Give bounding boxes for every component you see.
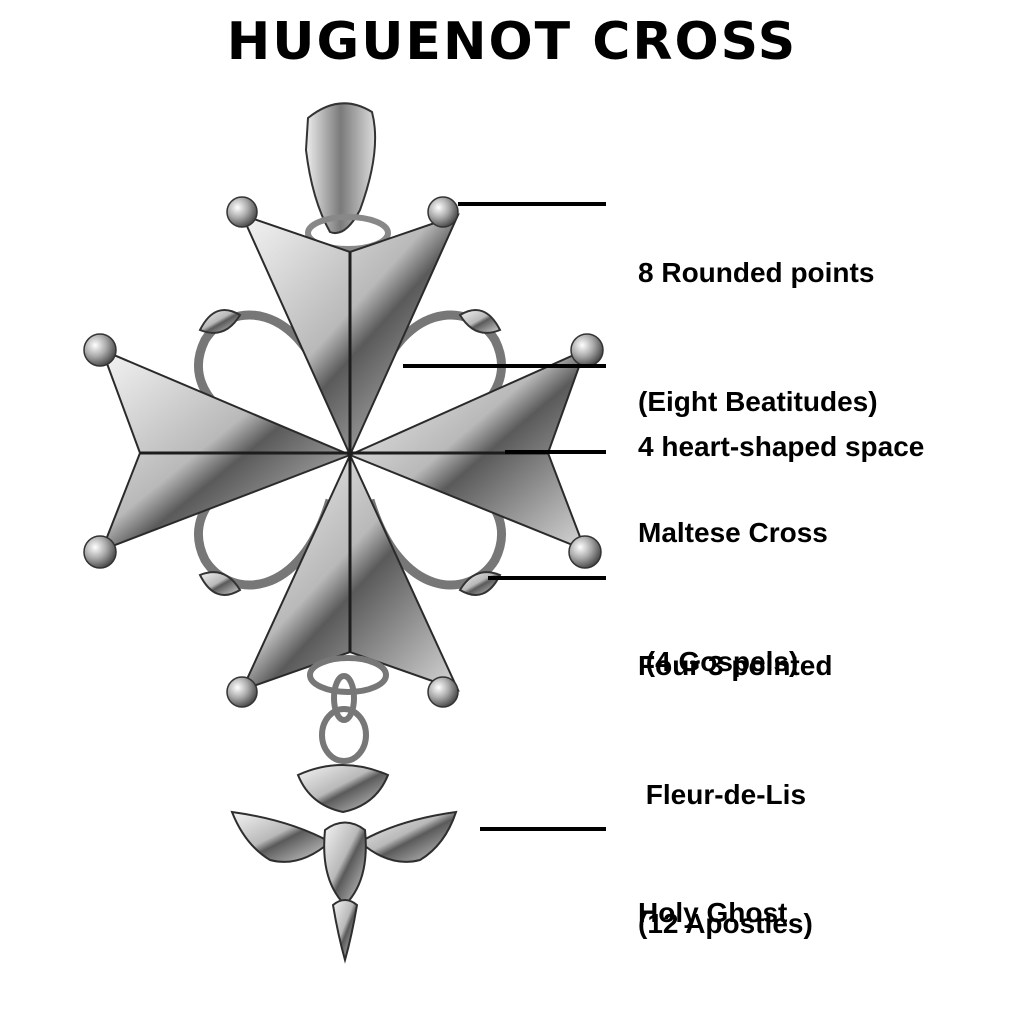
label-line: Fleur-de-Lis xyxy=(638,779,807,810)
rounded-points xyxy=(83,196,604,708)
label-line: Holy Ghost xyxy=(638,897,788,928)
label-line: (Eight Beatitudes) xyxy=(638,386,878,417)
pendant-bail xyxy=(304,102,391,252)
maltese-cross xyxy=(100,213,587,692)
label-rounded-points: 8 Rounded points (Eight Beatitudes) xyxy=(638,165,878,466)
label-line: Four 3 pointed xyxy=(638,650,833,681)
label-line: Maltese Cross xyxy=(638,517,828,548)
label-fleur-de-lis: Four 3 pointed Fleur-de-Lis (12 Apostles… xyxy=(638,558,832,988)
dove-holy-ghost xyxy=(230,764,458,964)
label-line: 4 heart-shaped space xyxy=(638,431,925,462)
label-line: 8 Rounded points xyxy=(638,257,875,288)
label-line: (12 Apostles) xyxy=(638,908,813,939)
label-line: (4 Gospels) xyxy=(638,646,799,677)
label-holy-ghost: Holy Ghost xyxy=(638,805,787,977)
label-heart-spaces: 4 heart-shaped space xyxy=(638,339,924,511)
diagram-title: HUGUENOT CROSS xyxy=(226,12,798,72)
label-maltese-cross: Maltese Cross (4 Gospels) xyxy=(638,425,828,726)
dove-link xyxy=(307,655,389,764)
leader-lines xyxy=(403,202,606,831)
